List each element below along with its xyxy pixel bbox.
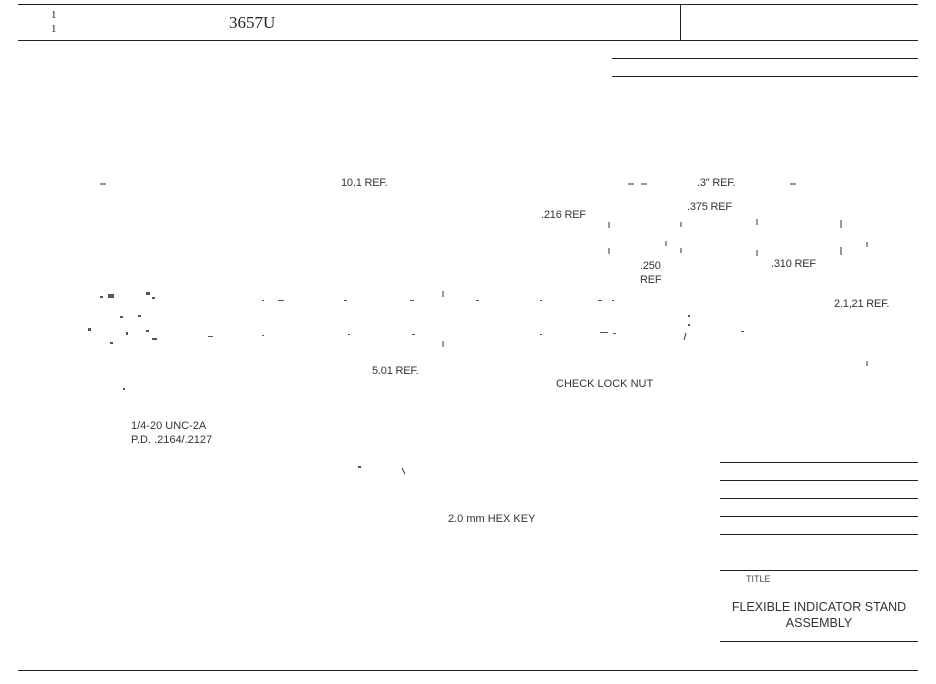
dash-mark — [540, 334, 542, 335]
title-block-rule-6 — [720, 570, 918, 571]
note-check-lock-nut: CHECK LOCK NUT — [556, 378, 654, 390]
dash-mark — [344, 300, 347, 301]
thread-fragment — [126, 332, 128, 335]
dash-mark — [208, 336, 213, 337]
sheet-number-top: 1 — [51, 9, 57, 21]
dash-mark — [600, 332, 608, 333]
bottom-border-rule — [18, 670, 918, 671]
title-block-rule-7 — [720, 641, 918, 642]
dash-mark — [348, 334, 350, 335]
thread-fragment — [120, 316, 123, 318]
dash-mark — [741, 331, 744, 332]
thread-fragment — [108, 294, 114, 298]
dash-mark — [262, 335, 264, 336]
dash-mark — [358, 466, 361, 468]
sheet-number-bottom: 1 — [51, 23, 57, 35]
thread-fragment — [100, 296, 103, 298]
leader-tick — [401, 467, 406, 475]
dash-mark — [688, 315, 690, 317]
note-thread-spec: 1/4-20 UNC-2A — [131, 420, 207, 432]
dimension-overall-length: 10.1 REF. — [341, 177, 388, 189]
dash-mark — [540, 300, 542, 301]
dash-mark — [412, 334, 415, 335]
header-bottom-rule — [18, 40, 918, 41]
dimension-3-inch: .3" REF. — [697, 177, 736, 189]
thread-fragment — [146, 330, 149, 332]
thread-fragment — [152, 297, 155, 299]
dimension-2121: 2.1,21 REF. — [834, 298, 890, 310]
dash-mark — [613, 333, 616, 334]
title-block-rule-2 — [720, 480, 918, 481]
dash-mark — [123, 388, 125, 390]
header-top-rule — [18, 4, 918, 5]
dash-mark — [612, 300, 614, 301]
note-hex-key: 2.0 mm HEX KEY — [448, 513, 536, 525]
title-block-label: TITLE — [746, 574, 771, 584]
thread-fragment — [138, 315, 141, 317]
dimension-310: .310 REF — [771, 258, 816, 270]
title-block-description: FLEXIBLE INDICATOR STAND ASSEMBLY — [731, 600, 907, 630]
title-block-rule-1 — [720, 462, 918, 463]
title-block-rule-3 — [720, 498, 918, 499]
leader-tick — [683, 332, 687, 341]
dimension-250-ref: REF — [640, 274, 662, 286]
thread-fragment — [110, 342, 113, 344]
thread-fragment — [88, 328, 91, 331]
title-block-rule-5 — [720, 534, 918, 535]
note-pitch-diameter: P.D. .2164/.2127 — [131, 434, 213, 446]
dimension-375: .375 REF — [687, 201, 732, 213]
thread-fragment — [152, 338, 157, 340]
title-block-rule-4 — [720, 516, 918, 517]
dash-mark — [410, 300, 414, 301]
part-number: 3657U — [229, 13, 276, 32]
revision-rule-1 — [612, 58, 918, 59]
dimension-501: 5.01 REF. — [372, 365, 419, 377]
dash-mark — [688, 324, 690, 326]
dimension-216: .216 REF — [541, 209, 586, 221]
revision-rule-2 — [612, 76, 918, 77]
dash-mark — [598, 300, 602, 301]
dash-mark — [476, 300, 479, 301]
thread-fragment — [146, 292, 150, 295]
header-divider — [680, 4, 681, 40]
dash-mark — [278, 300, 284, 301]
dash-mark — [262, 300, 264, 301]
dimension-250-value: .250 — [640, 260, 661, 272]
